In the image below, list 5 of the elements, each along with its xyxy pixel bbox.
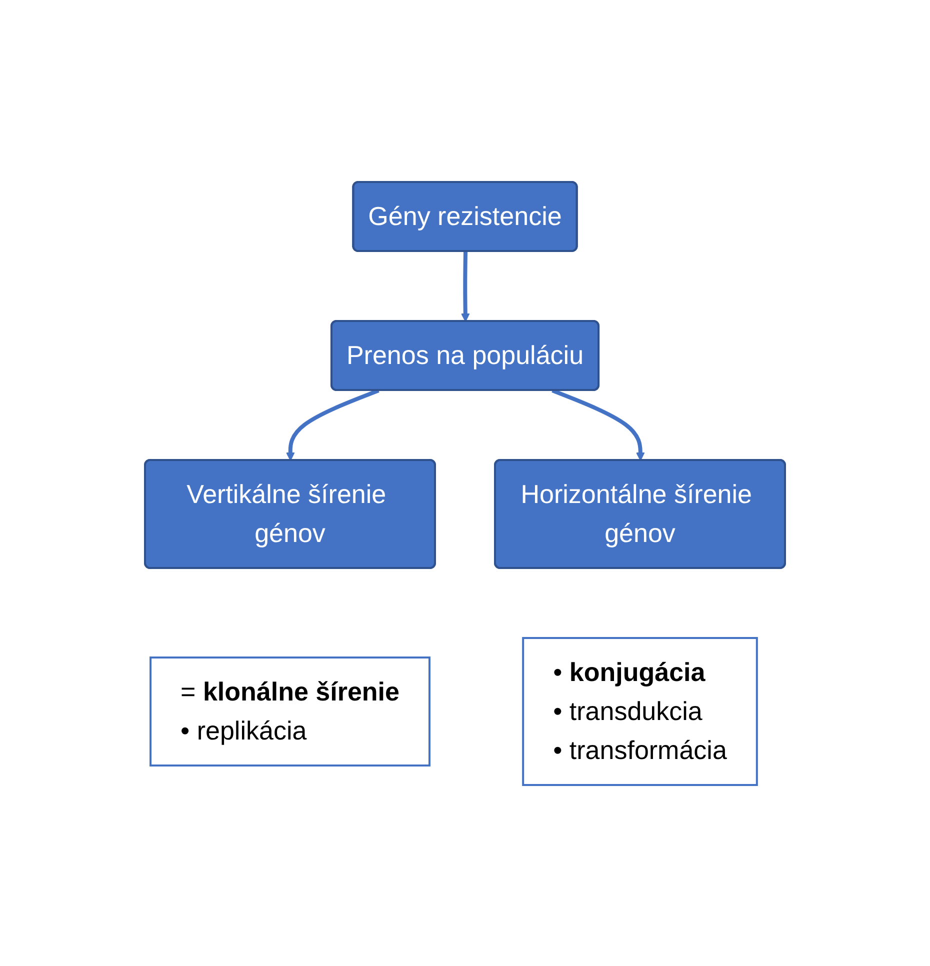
arrow xyxy=(461,250,470,322)
arrow xyxy=(286,388,380,460)
node-box: • konjugácia • transdukcia • transformácia xyxy=(522,636,758,786)
node-box: = klonálne šírenie • replikácia xyxy=(150,656,430,766)
arrow xyxy=(552,388,645,460)
